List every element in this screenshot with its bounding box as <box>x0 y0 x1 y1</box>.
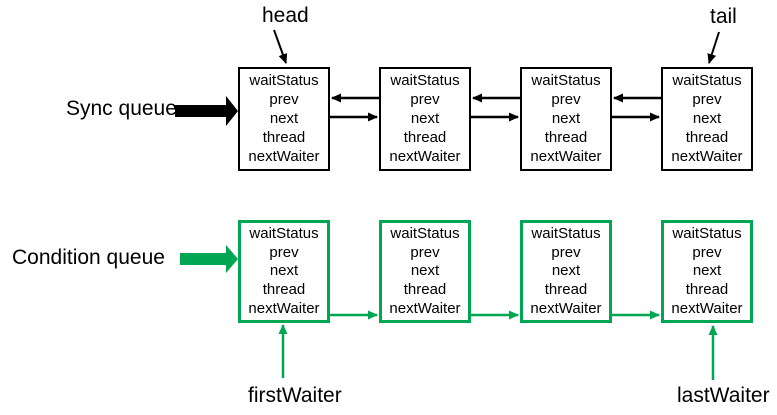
field-next: next <box>551 262 581 280</box>
field-waitstatus: waitStatus <box>531 225 601 243</box>
field-next: next <box>269 109 299 127</box>
field-waitstatus: waitStatus <box>249 71 319 89</box>
field-nextwaiter: nextWaiter <box>248 148 320 166</box>
field-thread: thread <box>685 129 729 147</box>
condition-queue-node-1: waitStatus prev next thread nextWaiter <box>238 220 330 323</box>
field-nextwaiter: nextWaiter <box>671 299 743 317</box>
field-nextwaiter: nextWaiter <box>671 148 743 166</box>
field-thread: thread <box>403 129 447 147</box>
field-thread: thread <box>544 129 588 147</box>
field-next: next <box>551 109 581 127</box>
field-prev: prev <box>269 90 299 108</box>
field-thread: thread <box>544 281 588 299</box>
condition-queue-node-4: waitStatus prev next thread nextWaiter <box>661 220 753 323</box>
condition-queue-node-2: waitStatus prev next thread nextWaiter <box>379 220 471 323</box>
field-next: next <box>410 262 440 280</box>
condition-queue-block-arrow <box>180 245 238 273</box>
field-waitstatus: waitStatus <box>672 71 742 89</box>
sync-queue-block-arrow <box>175 96 238 126</box>
field-next: next <box>692 262 722 280</box>
sync-queue-node-4: waitStatus prev next thread nextWaiter <box>661 67 753 171</box>
field-prev: prev <box>551 90 581 108</box>
field-prev: prev <box>692 90 722 108</box>
field-thread: thread <box>262 129 306 147</box>
field-waitstatus: waitStatus <box>531 71 601 89</box>
field-next: next <box>692 109 722 127</box>
lastwaiter-label: lastWaiter <box>677 384 770 407</box>
sync-queue-label: Sync queue <box>66 97 177 120</box>
field-waitstatus: waitStatus <box>390 225 460 243</box>
field-nextwaiter: nextWaiter <box>530 299 602 317</box>
head-label: head <box>262 4 309 27</box>
field-prev: prev <box>269 243 299 261</box>
field-nextwaiter: nextWaiter <box>248 299 320 317</box>
field-nextwaiter: nextWaiter <box>389 299 461 317</box>
field-prev: prev <box>692 243 722 261</box>
condition-queue-node-3: waitStatus prev next thread nextWaiter <box>520 220 612 323</box>
field-next: next <box>410 109 440 127</box>
field-thread: thread <box>262 281 306 299</box>
sync-queue-node-2: waitStatus prev next thread nextWaiter <box>379 67 471 171</box>
head-pointer-arrow <box>273 29 288 64</box>
field-waitstatus: waitStatus <box>390 71 460 89</box>
field-prev: prev <box>410 90 440 108</box>
field-thread: thread <box>403 281 447 299</box>
field-prev: prev <box>410 243 440 261</box>
condition-queue-label: Condition queue <box>12 246 165 269</box>
field-waitstatus: waitStatus <box>249 225 319 243</box>
tail-label: tail <box>710 5 737 28</box>
field-next: next <box>269 262 299 280</box>
tail-pointer-arrow <box>707 31 720 64</box>
field-waitstatus: waitStatus <box>672 225 742 243</box>
field-nextwaiter: nextWaiter <box>389 148 461 166</box>
field-nextwaiter: nextWaiter <box>530 148 602 166</box>
sync-queue-node-1: waitStatus prev next thread nextWaiter <box>238 67 330 171</box>
field-prev: prev <box>551 243 581 261</box>
firstwaiter-label: firstWaiter <box>248 384 342 407</box>
field-thread: thread <box>685 281 729 299</box>
sync-queue-node-3: waitStatus prev next thread nextWaiter <box>520 67 612 171</box>
